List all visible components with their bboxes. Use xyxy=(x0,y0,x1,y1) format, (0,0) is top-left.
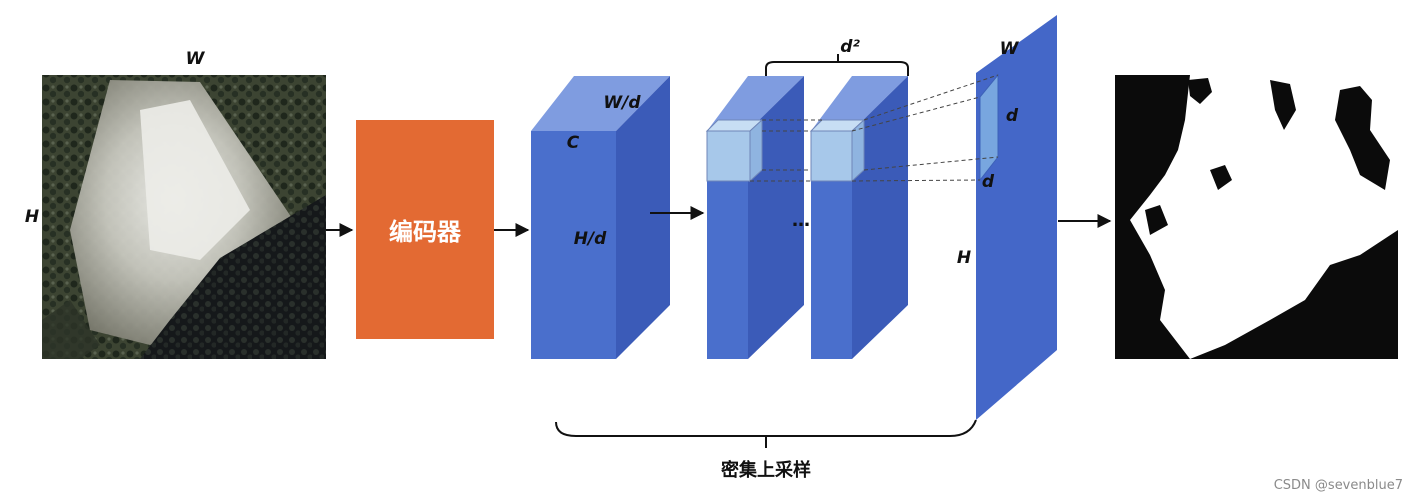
input-height-label: H xyxy=(25,207,39,227)
slices-brace xyxy=(765,61,909,76)
channel-slice-2 xyxy=(809,76,908,359)
encoder-label: 编码器 xyxy=(389,218,462,246)
slices-ellipsis: … xyxy=(792,210,810,231)
input-width-label: W xyxy=(186,49,206,69)
input-image xyxy=(42,75,326,359)
encoder-block xyxy=(356,120,494,339)
feature-width-label: W/d xyxy=(603,93,641,113)
slices-count-label: d² xyxy=(840,37,860,57)
dense-upsampling-label: 密集上采样 xyxy=(721,459,811,481)
output-width-label: W xyxy=(1000,39,1020,59)
watermark-text: CSDN @sevenblue7 xyxy=(1274,478,1403,493)
feature-map-cuboid xyxy=(531,76,670,359)
segmentation-mask xyxy=(1115,75,1398,359)
cell-height-label: d xyxy=(982,172,995,192)
channel-slice-1 xyxy=(705,76,804,359)
projection-lines xyxy=(851,74,999,182)
slice-guide-lines xyxy=(750,119,822,182)
upsampling-brace xyxy=(555,419,977,437)
feature-channel-label: C xyxy=(567,133,580,153)
output-height-label: H xyxy=(957,248,971,268)
output-plane xyxy=(976,15,1057,420)
cell-width-label: d xyxy=(1006,106,1019,126)
feature-height-label: H/d xyxy=(574,229,607,249)
